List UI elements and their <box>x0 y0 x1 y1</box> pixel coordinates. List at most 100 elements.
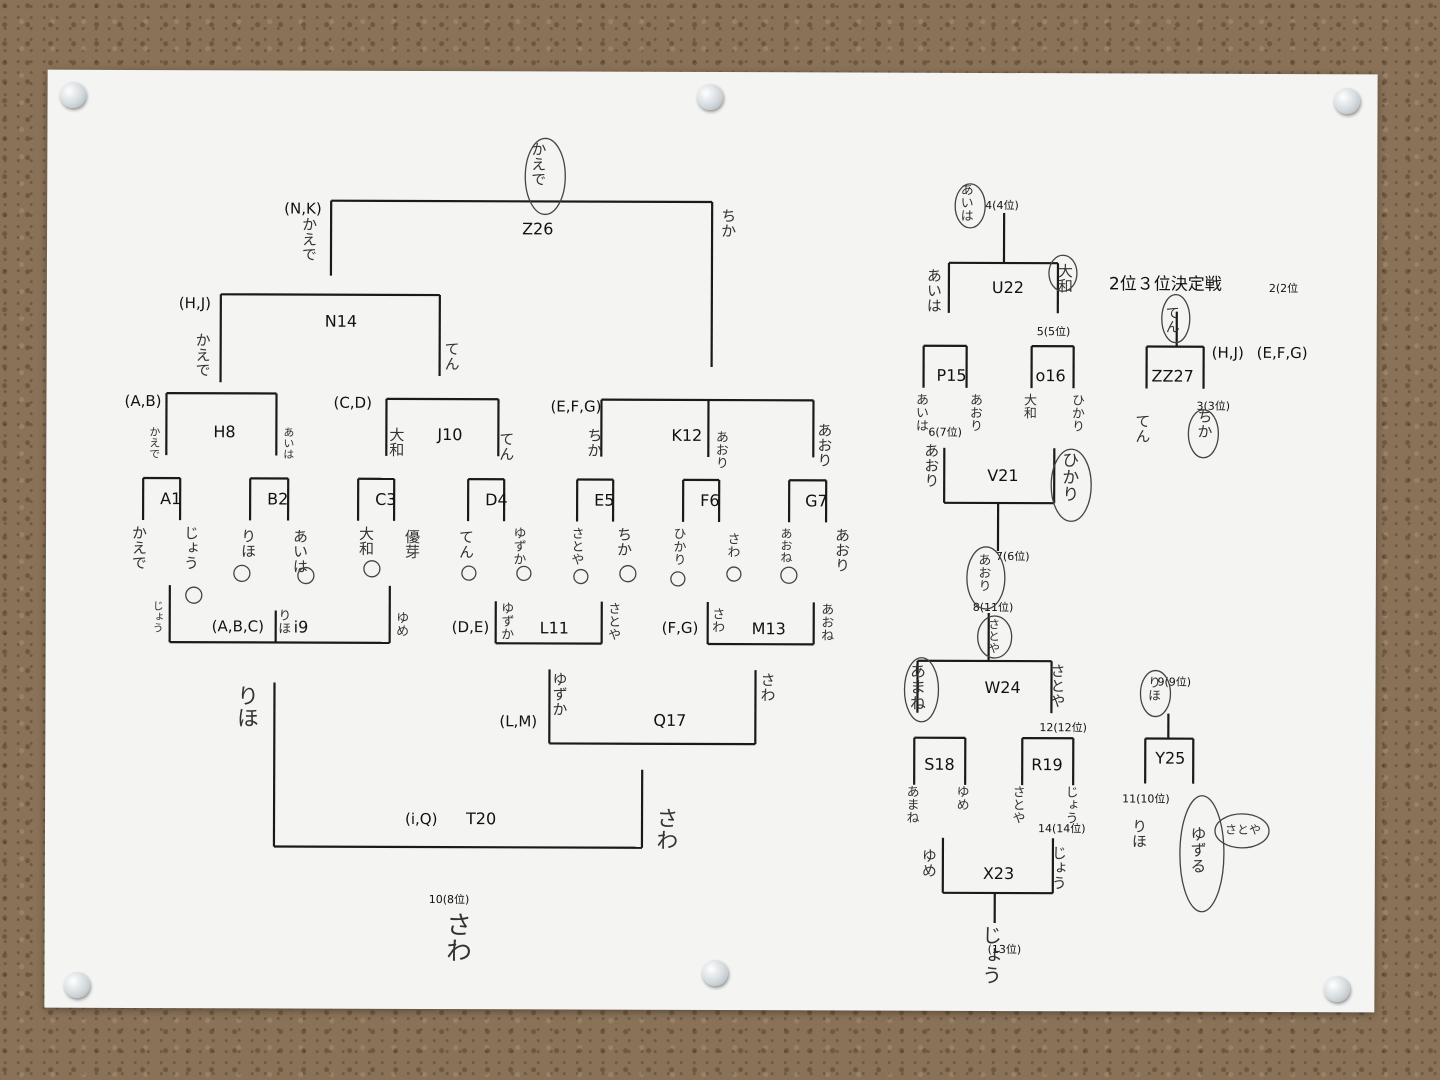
rank-2: 2(2位 <box>1269 281 1298 295</box>
name-o16-right: ひかり <box>1069 393 1084 432</box>
match-c3: C3 <box>375 490 396 509</box>
group-abc: (A,B,C) <box>212 617 264 635</box>
bracket-lines-right <box>913 213 1205 923</box>
name-s18-right: ゆめ <box>954 785 969 811</box>
name-b2-left: りほ <box>239 528 257 558</box>
name-w24-right: さとや <box>1048 663 1066 708</box>
match-d4: D4 <box>485 490 508 509</box>
push-pin-top-center <box>697 84 723 110</box>
name-q17-right: さわ <box>758 672 776 702</box>
name-c3-left: 大和 <box>357 526 375 556</box>
group-nk: (N,K) <box>284 200 322 218</box>
circle-mark-v21-right <box>1050 448 1092 522</box>
name-t20-right: さわ <box>652 807 677 851</box>
circle-mark-seed-e5-right <box>619 565 637 583</box>
circle-mark-zz27-right <box>1187 409 1220 459</box>
match-l11: L11 <box>540 618 569 637</box>
match-p15: P15 <box>937 366 967 385</box>
group-efg-playoff: (E,F,G) <box>1257 344 1308 362</box>
match-w24: W24 <box>984 678 1020 697</box>
rank-13: (13位) <box>988 942 1022 956</box>
name-a1-left: かえで <box>130 525 148 570</box>
name-g7-right: あおり <box>833 527 851 572</box>
match-u22: U22 <box>992 278 1024 297</box>
name-t20-left: りほ <box>233 684 258 728</box>
rank-labels: 4(4位) 5(5位) 6(7位) 7(6位) 8(11位) 12(12位) 9… <box>429 198 1298 956</box>
circle-mark-seed-a1 <box>185 586 203 604</box>
name-h8-left: かえで <box>148 426 161 459</box>
name-z26-left: かえで <box>300 217 318 262</box>
circle-mark-seed-c3 <box>363 560 381 578</box>
circle-mark-u22-winner <box>954 183 986 229</box>
name-p15-left: あいは <box>913 393 928 432</box>
name-t20-winner: さわ <box>442 911 472 963</box>
name-z26-right: ちか <box>719 208 737 238</box>
match-e5: E5 <box>594 491 614 510</box>
bracket-sheet: Z26 N14 H8 J10 K12 A1 B2 C3 D4 E5 F6 G7 … <box>44 69 1378 1013</box>
name-r19-right: じょう <box>1063 785 1078 824</box>
bracket-lines-left <box>141 199 828 849</box>
name-a1-right: じょう <box>182 525 200 570</box>
name-q17-left: ゆずか <box>550 671 568 716</box>
name-v21-right: ひかり <box>1058 451 1078 502</box>
name-o16-left: 大和 <box>1021 393 1037 419</box>
name-e5-left: さとや <box>568 527 584 566</box>
push-pin-top-left <box>60 82 86 108</box>
name-zz27-winner: てん <box>1164 306 1180 334</box>
name-y25-left: りほ <box>1130 818 1148 848</box>
name-d4-left: てん <box>457 529 475 559</box>
match-s18: S18 <box>924 755 955 774</box>
name-i9-right: ゆめ <box>393 611 408 637</box>
rank-9: 9(9位) <box>1157 675 1191 689</box>
name-side-note: さとや <box>1225 823 1261 837</box>
name-u22-winner: あいは <box>958 183 973 222</box>
handwritten-names: かえで かえで ちか かえで てん かえで あいは 大和 てん ちか あおり あ… <box>130 141 1261 985</box>
name-y25-winner: りほ <box>1145 676 1160 702</box>
name-u22-right: 大和 <box>1056 263 1074 293</box>
group-fg: (F,G) <box>662 619 699 637</box>
circle-mark-seed-f6-left <box>670 571 686 587</box>
name-x23-left: ゆめ <box>920 848 938 878</box>
circle-mark-seed-e5-left <box>573 568 589 585</box>
group-hj: (H,J) <box>179 294 211 312</box>
name-l11-left: ゆずか <box>498 601 513 640</box>
name-w24-winner: さとや <box>987 618 1001 654</box>
name-n14-left: かえで <box>194 332 212 377</box>
push-pin-bottom-center <box>702 960 728 986</box>
group-ab: (A,B) <box>124 392 161 410</box>
group-labels: (N,K) (H,J) (A,B) (C,D) (E,F,G) (A,B,C) … <box>124 200 1308 829</box>
circle-mark-v21-winner <box>966 546 1006 610</box>
name-i9-left: じょう <box>151 600 164 633</box>
name-x23-right: じょう <box>1050 845 1068 890</box>
group-hj-playoff: (H,J) <box>1212 344 1244 362</box>
group-cd: (C,D) <box>333 394 372 412</box>
match-r19: R19 <box>1031 755 1063 774</box>
match-f6: F6 <box>700 491 719 510</box>
match-m13: M13 <box>752 619 786 638</box>
circle-mark-y25-right <box>1179 795 1225 913</box>
rank-10: 10(8位) <box>429 892 470 906</box>
circle-mark-zz27-winner <box>1161 293 1191 344</box>
circle-mark-side-note <box>1214 813 1270 849</box>
match-i9: i9 <box>294 618 309 637</box>
name-e5-right: ちか <box>615 527 633 557</box>
name-m13-left: さわ <box>709 607 725 633</box>
circle-mark-seed-d4-left <box>461 565 477 581</box>
match-z26: Z26 <box>522 219 553 238</box>
circle-mark-seed-b2-right <box>297 566 315 585</box>
name-v21-left: あおり <box>922 443 940 488</box>
name-j10-right: てん <box>497 431 515 461</box>
name-y25-right: ゆずる <box>1187 826 1206 874</box>
name-b2-right: あいは <box>291 529 309 574</box>
name-m13-right: あおね <box>818 602 834 641</box>
match-n14: N14 <box>325 312 357 331</box>
name-l11-right: さとや <box>605 602 621 641</box>
match-b2: B2 <box>267 489 288 508</box>
match-g7: G7 <box>805 491 828 510</box>
match-o16: o16 <box>1036 366 1066 385</box>
match-codes: Z26 N14 H8 J10 K12 A1 B2 C3 D4 E5 F6 G7 … <box>160 219 1194 883</box>
name-v21-winner: あおり <box>975 553 990 592</box>
name-i9-mid: りほ <box>275 608 290 634</box>
name-k12-right: あおり <box>815 422 833 467</box>
group-de: (D,E) <box>452 618 490 636</box>
